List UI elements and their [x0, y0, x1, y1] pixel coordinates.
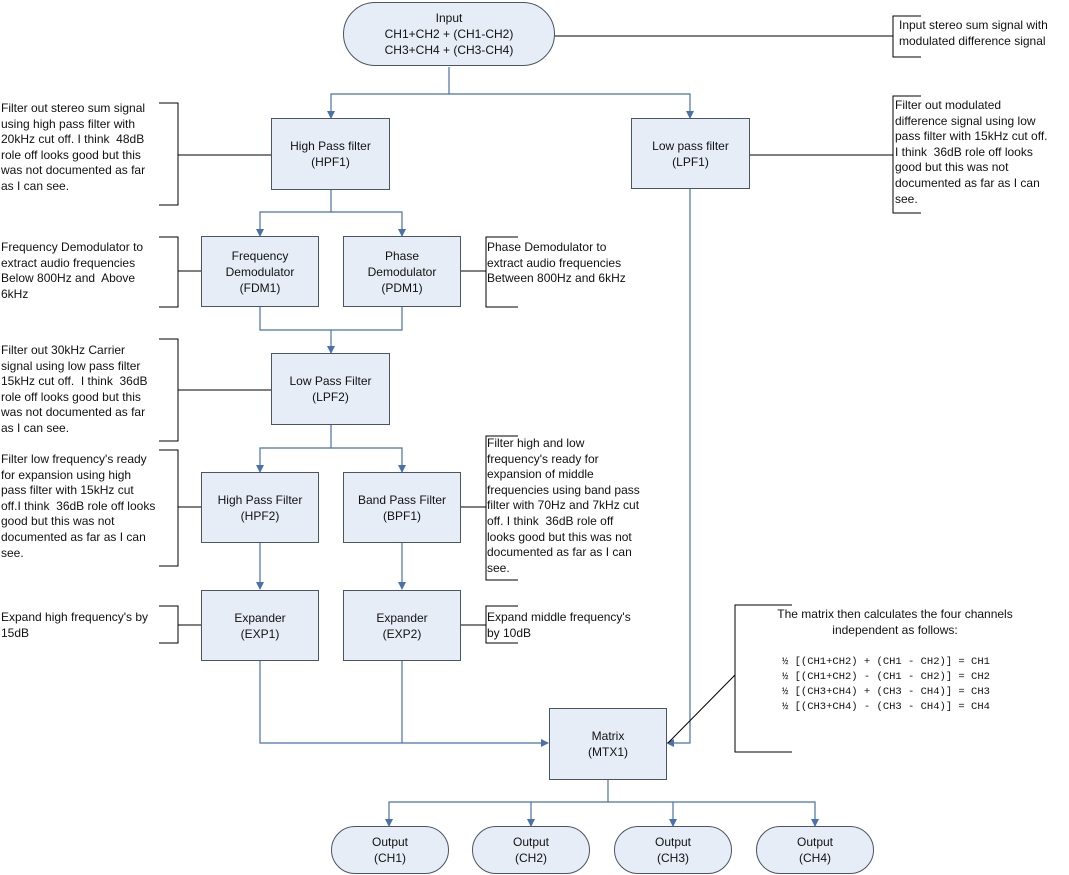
output-ch3-id: (CH3) [657, 851, 689, 865]
output-ch3: Output (CH3) [614, 826, 732, 874]
output-ch2-name: Output [512, 835, 550, 849]
input-node: Input CH1+CH2 + (CH1-CH2) CH3+CH4 + (CH3… [343, 2, 555, 66]
mtx1-block: Matrix (MTX1) [549, 708, 667, 780]
exp1-block: Expander (EXP1) [201, 590, 319, 661]
pdm1-block: Phase Demodulator (PDM1) [343, 236, 461, 307]
note-bpf1: Filter high and low frequency's ready fo… [487, 436, 640, 575]
matrix-formula-ch4: ½ [(CH3+CH4) - (CH3 - CH4)] = CH4 [782, 701, 990, 713]
note-lpf2: Filter out 30kHz Carrier signal using lo… [1, 343, 148, 435]
note-hpf2: Filter low frequency's ready for expansi… [1, 452, 156, 560]
pdm1-id: (PDM1) [381, 280, 423, 295]
output-ch1-id: (CH1) [374, 851, 406, 865]
note-exp2: Expand middle frequency's by 10dB [487, 610, 631, 640]
fdm1-id: (FDM1) [239, 280, 281, 295]
output-ch1: Output (CH1) [331, 826, 449, 874]
fdm1-block: Frequency Demodulator (FDM1) [201, 236, 319, 307]
lpf2-block: Low Pass Filter (LPF2) [271, 353, 390, 425]
note-exp1: Expand high frequency's by 15dB [1, 610, 149, 640]
annotation-brackets [159, 15, 921, 753]
matrix-formula-ch1: ½ [(CH1+CH2) + (CH1 - CH2)] = CH1 [782, 656, 990, 668]
note-fdm1: Frequency Demodulator to extract audio f… [1, 240, 144, 301]
output-ch2: Output (CH2) [472, 826, 590, 874]
lpf2-name: Low Pass Filter [289, 374, 372, 388]
output-ch4-name: Output [796, 835, 834, 849]
exp2-block: Expander (EXP2) [343, 590, 461, 661]
hpf2-id: (HPF2) [240, 508, 280, 523]
pdm1-name-1: Phase [384, 248, 420, 263]
output-ch3-name: Output [654, 835, 692, 849]
mtx1-id: (MTX1) [588, 745, 628, 759]
note-pdm1: Phase Demodulator to extract audio frequ… [487, 240, 626, 286]
pdm1-name-2: Demodulator [367, 264, 437, 279]
exp2-id: (EXP2) [382, 626, 422, 641]
output-ch2-id: (CH2) [515, 851, 547, 865]
flow-connectors [256, 67, 819, 827]
input-line-ch34: CH3+CH4 + (CH3-CH4) [384, 43, 514, 57]
matrix-formula-ch2: ½ [(CH1+CH2) - (CH1 - CH2)] = CH2 [782, 671, 990, 683]
lpf1-id: (LPF1) [672, 154, 709, 169]
lpf2-id: (LPF2) [312, 390, 349, 404]
note-matrix-intro: The matrix then calculates the four chan… [777, 607, 1013, 637]
lpf1-name: Low pass filter [652, 138, 729, 153]
note-hpf1: Filter out stereo sum signal using high … [1, 101, 146, 193]
bpf1-name: Band Pass Filter [357, 492, 447, 507]
note-lpf1: Filter out modulated difference signal u… [895, 98, 1048, 206]
matrix-formula-ch3: ½ [(CH3+CH4) + (CH3 - CH4)] = CH3 [782, 686, 990, 698]
input-line-ch12: CH1+CH2 + (CH1-CH2) [384, 27, 514, 41]
mtx1-name: Matrix [591, 729, 625, 743]
lpf1-block: Low pass filter (LPF1) [631, 118, 750, 189]
note-input: Input stereo sum signal with modulated d… [899, 18, 1048, 48]
hpf2-name: High Pass Filter [217, 492, 303, 507]
fdm1-name-1: Frequency [231, 248, 289, 263]
output-ch4: Output (CH4) [756, 826, 874, 874]
exp1-id: (EXP1) [240, 626, 280, 641]
input-title: Input [435, 11, 463, 25]
hpf1-id: (HPF1) [311, 155, 350, 169]
bpf1-id: (BPF1) [382, 508, 421, 523]
hpf1-block: High Pass filter (HPF1) [271, 118, 390, 190]
output-ch4-id: (CH4) [799, 851, 831, 865]
exp1-name: Expander [234, 610, 286, 625]
hpf2-block: High Pass Filter (HPF2) [201, 472, 319, 543]
hpf1-name: High Pass filter [290, 139, 371, 153]
bpf1-block: Band Pass Filter (BPF1) [343, 472, 461, 543]
fdm1-name-2: Demodulator [225, 264, 295, 279]
output-ch1-name: Output [371, 835, 409, 849]
exp2-name: Expander [376, 610, 428, 625]
